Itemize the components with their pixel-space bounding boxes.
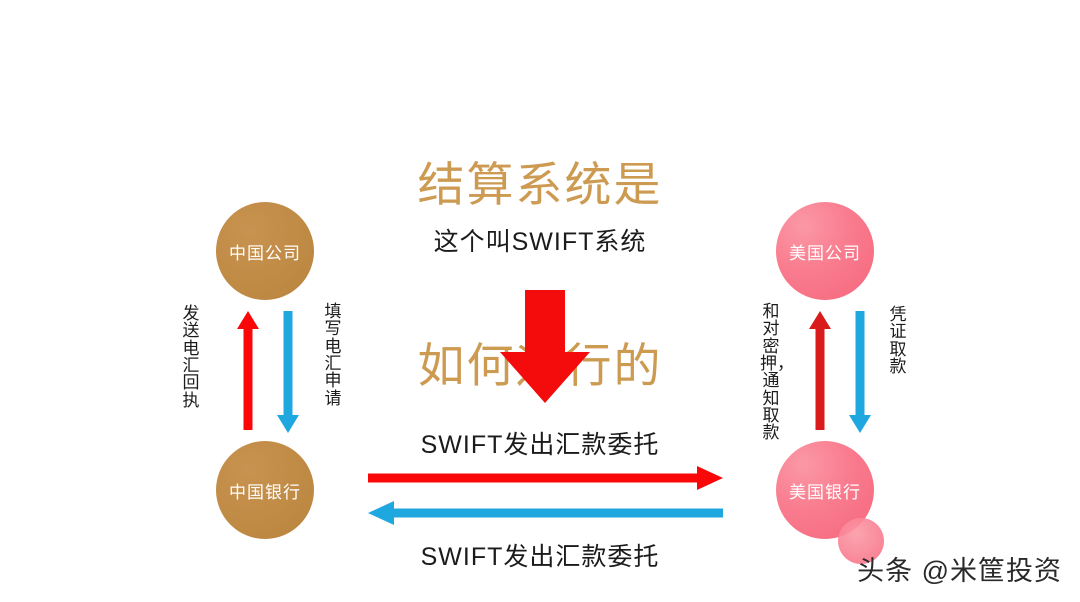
- node-cn-company-label: 中国公司: [229, 243, 301, 263]
- watermark-decoration: [838, 518, 884, 564]
- node-cn-bank-label: 中国银行: [229, 482, 301, 502]
- label-verify-notify: 和对密押，通知取款: [760, 302, 794, 443]
- page-title-line-2: 如何运行的: [417, 340, 663, 393]
- label-send-receipt: 发送电汇回执: [182, 304, 200, 410]
- node-us-company-label: 美国公司: [789, 243, 861, 263]
- label-swift-caption: 这个叫SWIFT系统: [433, 228, 647, 256]
- node-cn-bank[interactable]: 中国银行: [216, 441, 314, 539]
- node-us-bank[interactable]: 美国银行: [776, 441, 874, 539]
- label-swift-remit-bottom: SWIFT发出汇款委托: [420, 543, 660, 571]
- node-us-company[interactable]: 美国公司: [776, 202, 874, 300]
- watermark-text: 头条 @米筐投资: [857, 556, 1062, 586]
- node-cn-company[interactable]: 中国公司: [216, 202, 314, 300]
- page-title-line-1: 结算系统是: [417, 160, 663, 213]
- label-swift-remit-top: SWIFT发出汇款委托: [420, 431, 660, 459]
- label-voucher-withdraw: 凭证取款: [889, 305, 907, 376]
- node-us-bank-label: 美国银行: [789, 482, 861, 502]
- label-fill-request: 填写电汇申请: [324, 302, 342, 408]
